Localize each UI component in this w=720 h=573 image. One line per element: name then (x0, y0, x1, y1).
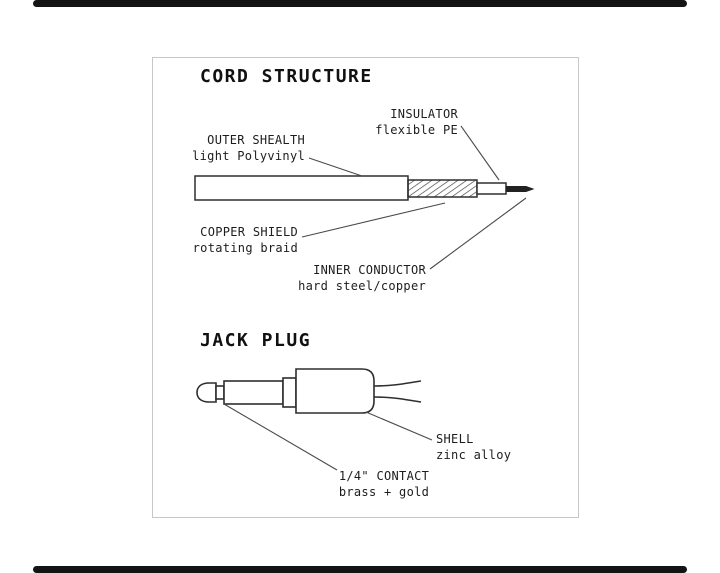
label-inner-conductor: INNER CONDUCTOR hard steel/copper (276, 262, 426, 294)
cord-structure-title: CORD STRUCTURE (200, 66, 373, 87)
label-quarter-inch-contact: 1/4" CONTACT brass + gold (309, 468, 459, 500)
label-insulator-desc: flexible PE (375, 123, 458, 137)
label-outer-sheath: OUTER SHEALTH light Polyvinyl (155, 132, 305, 164)
label-copper-shield: COPPER SHIELD rotating braid (148, 224, 298, 256)
label-shell-desc: zinc alloy (436, 448, 512, 462)
diagram-panel (152, 57, 579, 518)
label-quarter-inch-contact-name: 1/4" CONTACT (338, 469, 430, 483)
jack-plug-title: JACK PLUG (200, 330, 312, 351)
label-shell: SHELL zinc alloy (436, 431, 586, 463)
label-insulator: INSULATOR flexible PE (318, 106, 458, 138)
label-copper-shield-name: COPPER SHIELD (200, 225, 298, 239)
frame-edge-top (33, 0, 687, 7)
label-copper-shield-desc: rotating braid (192, 241, 298, 255)
label-outer-sheath-name: OUTER SHEALTH (207, 133, 305, 147)
label-inner-conductor-desc: hard steel/copper (298, 279, 426, 293)
label-inner-conductor-name: INNER CONDUCTOR (313, 263, 426, 277)
label-shell-name: SHELL (436, 432, 474, 446)
frame-edge-bottom (33, 566, 687, 573)
label-insulator-name: INSULATOR (390, 107, 458, 121)
label-quarter-inch-contact-desc: brass + gold (338, 485, 430, 499)
label-outer-sheath-desc: light Polyvinyl (192, 149, 305, 163)
